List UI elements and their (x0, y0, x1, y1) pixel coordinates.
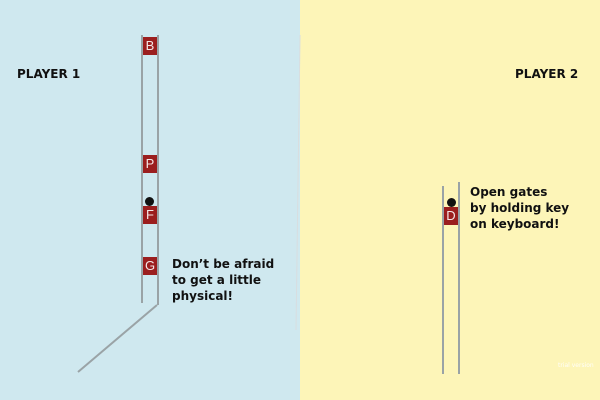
player1-hint-line: to get a little (172, 273, 262, 287)
player2-hint-line: Open gates (470, 185, 548, 199)
player1-hint: Don’t be afraid to get a little physical… (172, 256, 292, 304)
player1-hint-line: physical! (172, 289, 234, 303)
player2-ball (447, 198, 456, 207)
player2-hint-line: by holding key (470, 201, 570, 215)
player2-hint: Open gates by holding key on keyboard! (470, 184, 595, 232)
player1-hint-line: Don’t be afraid (172, 257, 275, 271)
gate-g[interactable]: G (143, 257, 157, 275)
player2-hint-line: on keyboard! (470, 217, 560, 231)
player1-label: PLAYER 1 (17, 67, 81, 81)
p1-track-rail-left (141, 35, 143, 303)
p2-track-rail-left (442, 186, 444, 374)
p2-track-rail-right (458, 182, 460, 374)
player2-label: PLAYER 2 (515, 67, 579, 81)
player1-ball (145, 197, 154, 206)
gate-b[interactable]: B (143, 37, 157, 55)
gate-f[interactable]: F (143, 206, 157, 224)
trial-watermark: trial version (558, 362, 594, 369)
gate-p[interactable]: P (143, 155, 157, 173)
gate-d[interactable]: D (444, 207, 458, 225)
p1-track-rail-right (157, 35, 159, 305)
